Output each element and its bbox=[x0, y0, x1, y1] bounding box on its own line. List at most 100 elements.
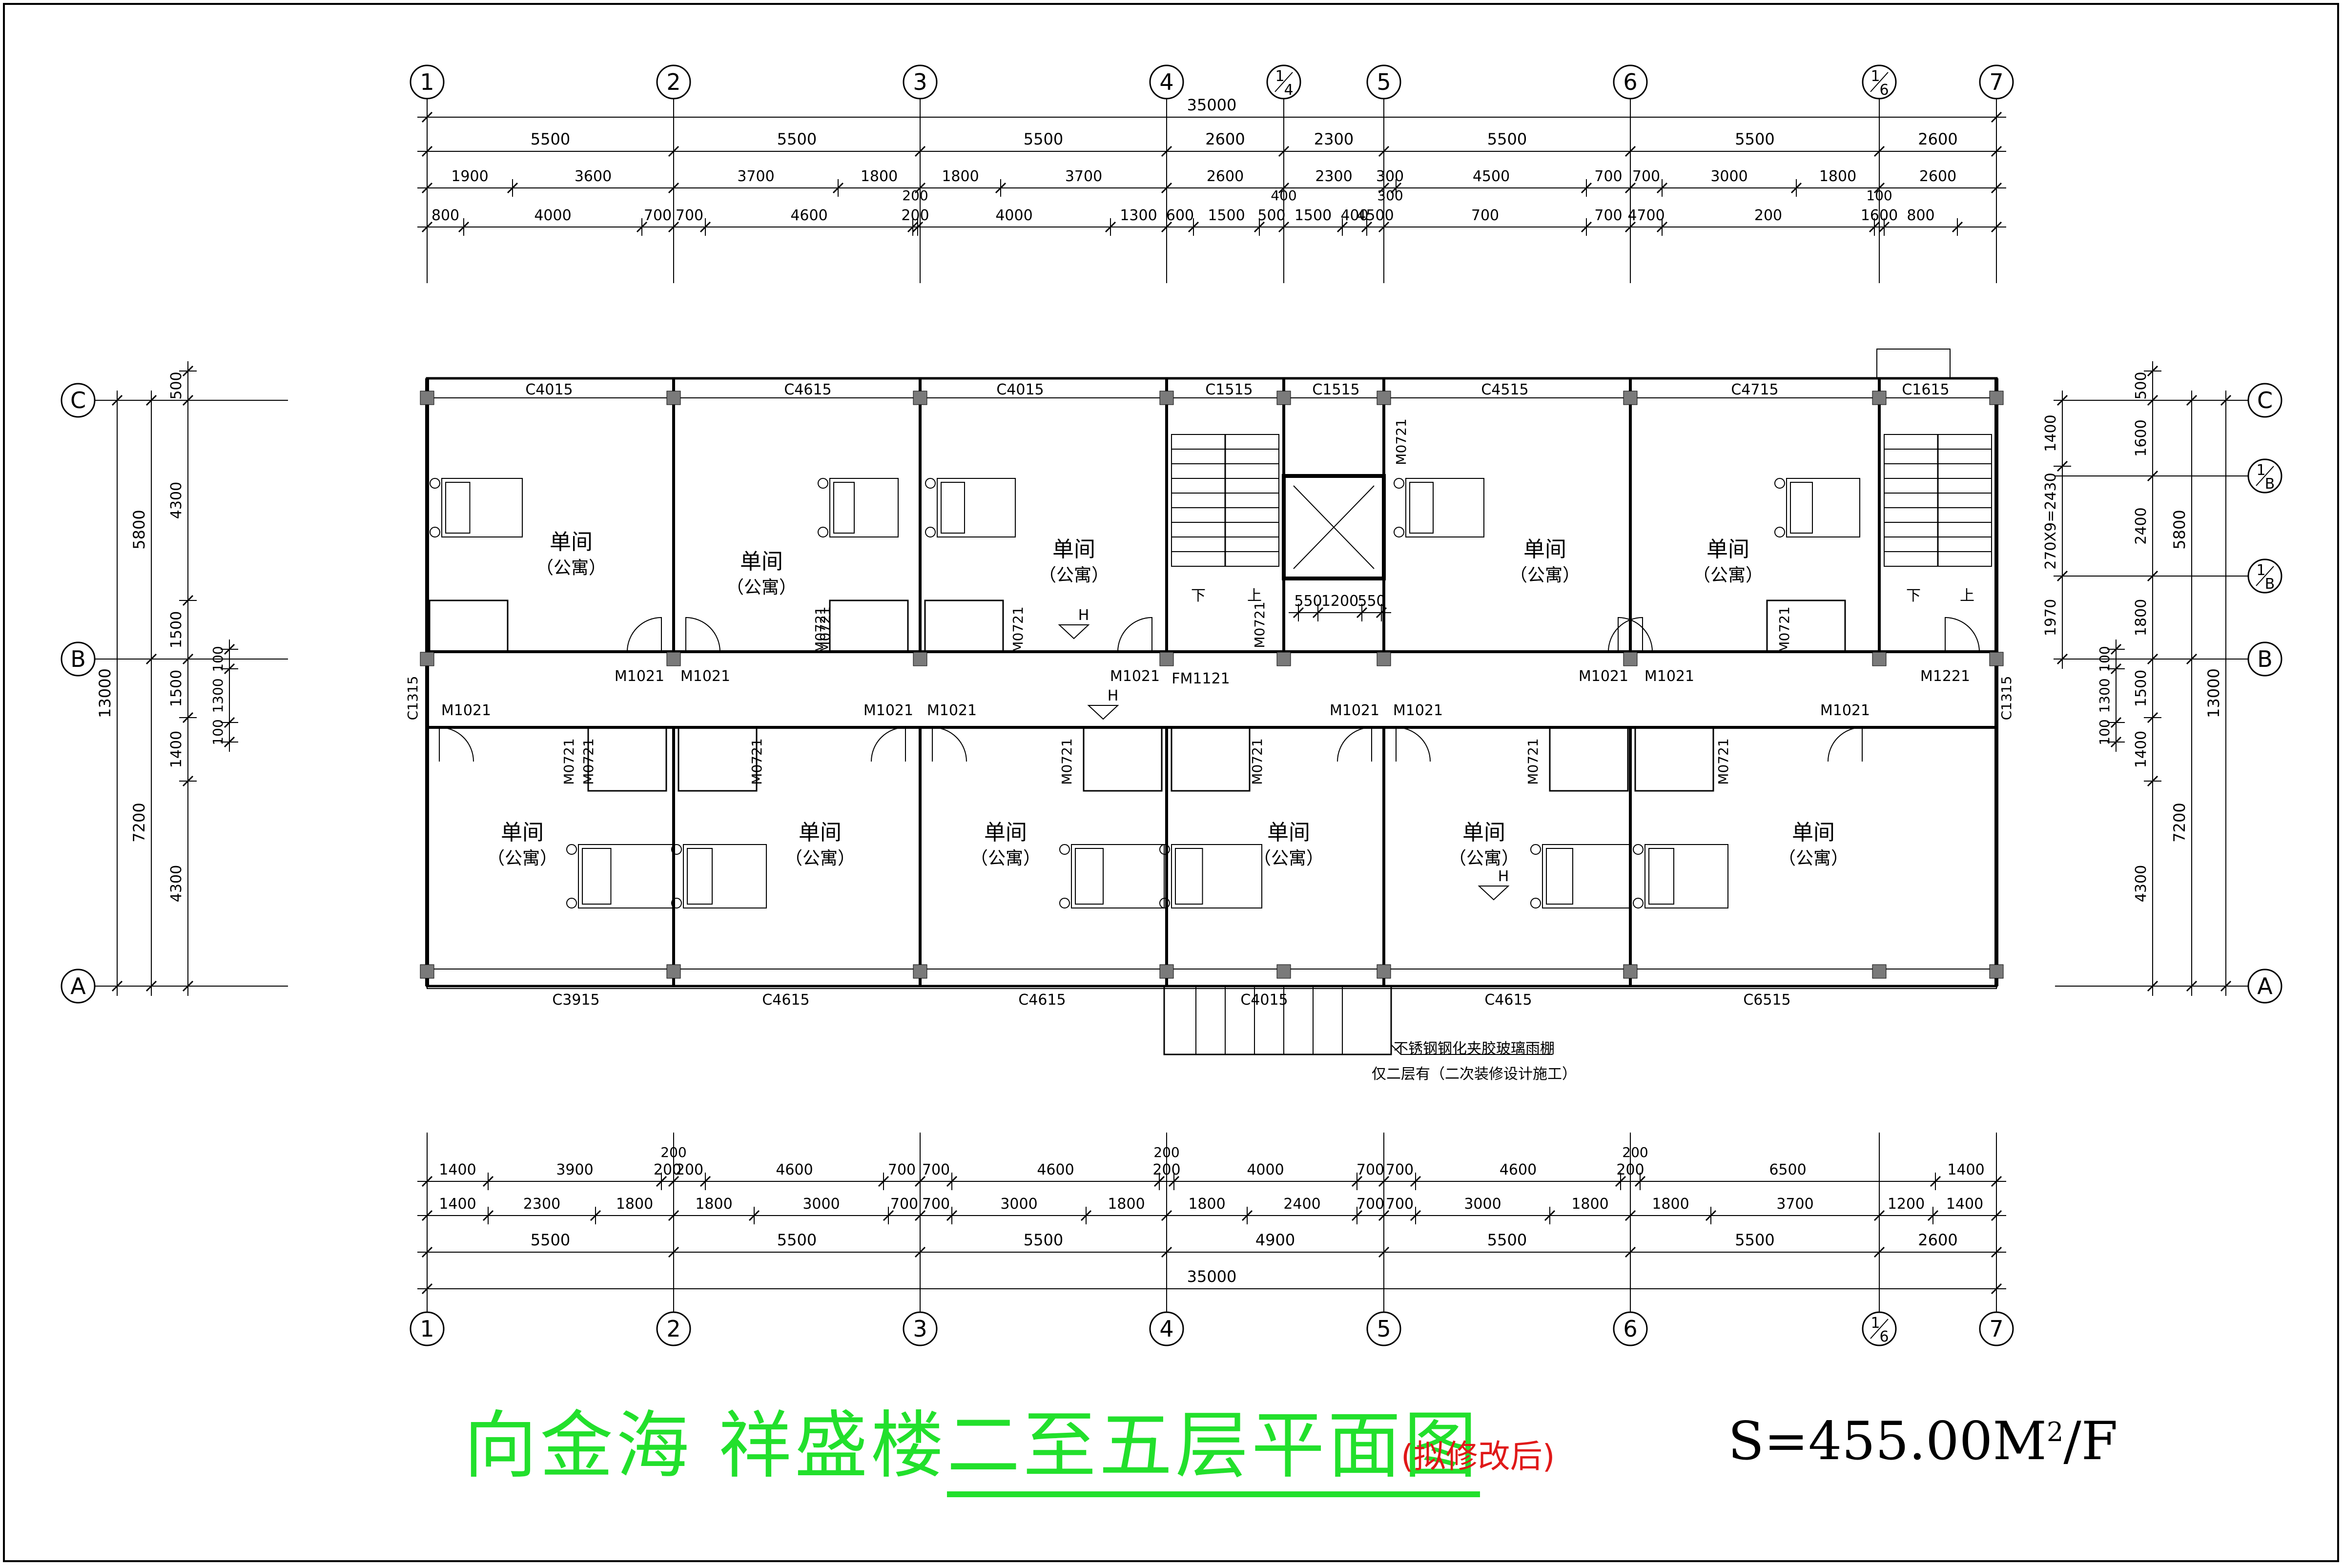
bed-south-3-bed bbox=[1171, 844, 1262, 908]
window-top-0: C4015 bbox=[525, 381, 573, 398]
dim-top-row1-label-6: 5500 bbox=[1735, 130, 1774, 148]
dim-bot-row2-slash-14 bbox=[1544, 1210, 1556, 1221]
column-4-1 bbox=[1276, 652, 1291, 666]
door-label-bath-7: M0721 bbox=[1525, 738, 1541, 784]
dim-right-stair-slash-3 bbox=[2056, 653, 2068, 665]
dim-top-row1-label-2: 5500 bbox=[1024, 130, 1063, 148]
dim-right-inner-label-5: 1400 bbox=[2133, 731, 2150, 768]
dim-bot-row1-slash-5 bbox=[878, 1176, 889, 1187]
dim-elevator-label-0: 550 bbox=[1294, 593, 1322, 610]
dim-top-row2-label-14: 2600 bbox=[1919, 168, 1956, 185]
dim-top-row3-label-17: 200 bbox=[1754, 207, 1782, 224]
room-label-2: 单间 bbox=[1052, 537, 1095, 562]
dim-bot-row3-label-4: 5500 bbox=[1487, 1231, 1527, 1249]
axis-left-A-label: A bbox=[70, 973, 86, 999]
axis-right-extra-0-den: B bbox=[2265, 475, 2275, 493]
bath-south-5 bbox=[1634, 726, 1714, 792]
axis-top-7-num: 1 bbox=[1870, 68, 1880, 85]
dim-top-row3-slash-19 bbox=[1878, 221, 1890, 233]
bed-north-0-bed bbox=[441, 478, 523, 537]
bed-north-2-bed bbox=[937, 478, 1016, 537]
dim-top-row2-label-8: 300 bbox=[1376, 168, 1404, 185]
dim-top-row3-slash-10 bbox=[1254, 221, 1265, 233]
bed-south-4-lamp2 bbox=[1530, 898, 1541, 908]
level-mark-label-2: H bbox=[1498, 868, 1509, 885]
dim-top-row3-slash-0 bbox=[421, 221, 433, 233]
dim-bot-small-0: 200 bbox=[660, 1144, 686, 1160]
dim-right-corr-label-1: 1300 bbox=[2096, 678, 2113, 713]
dim-bot-row2-label-1: 2300 bbox=[523, 1196, 560, 1213]
dim-top-row3-label-4: 4600 bbox=[790, 207, 827, 224]
door-label-north-3: FM1121 bbox=[1172, 670, 1230, 687]
area-unit: /F bbox=[2063, 1411, 2118, 1472]
door-label-bath-11: M0721 bbox=[817, 606, 833, 653]
dim-top-row3-slash-18 bbox=[1869, 221, 1880, 233]
dim-top-row3-label-12: 400 bbox=[1340, 207, 1368, 224]
dim-right-outer-slash-1 bbox=[2220, 980, 2232, 992]
axis-top-7-den: 6 bbox=[1879, 82, 1889, 99]
axis-bottom-1-label: 2 bbox=[666, 1316, 680, 1342]
door-south-2 bbox=[932, 726, 967, 762]
axis-top-6-label: 6 bbox=[1623, 69, 1637, 95]
axis-top-0-label: 1 bbox=[420, 69, 434, 95]
dim-top-row3-slash-12 bbox=[1336, 221, 1348, 233]
dim-right-mid-label-1: 7200 bbox=[2170, 803, 2189, 842]
dim-bot-row1-slash-10 bbox=[1351, 1176, 1363, 1187]
dim-bot-row1-label-8: 200 bbox=[1152, 1161, 1180, 1178]
column-2-0 bbox=[913, 391, 927, 405]
window-top-3: C1515 bbox=[1205, 381, 1253, 398]
room-sublabel-6: （公寓） bbox=[785, 848, 855, 868]
dim-bot-row3-label-3: 4900 bbox=[1255, 1231, 1295, 1249]
dim-bot-row2-label-5: 700 bbox=[890, 1196, 918, 1213]
dim-top-row3-label-13: 4500 bbox=[1356, 207, 1394, 224]
bed-south-2-lamp1 bbox=[1059, 844, 1070, 855]
column-5-1 bbox=[1377, 652, 1391, 666]
window-top-4: C1515 bbox=[1312, 381, 1359, 398]
dim-top-row3-slash-2 bbox=[636, 221, 648, 233]
dim-top-row3-label-15: 700 bbox=[1594, 207, 1622, 224]
dim-top-row2-label-1: 3600 bbox=[575, 168, 612, 185]
axis-bottom-2-label: 3 bbox=[913, 1316, 927, 1342]
door-north-4 bbox=[1608, 617, 1643, 652]
door-label-north-4: M1021 bbox=[1579, 668, 1628, 685]
dim-top-row2-slash-14 bbox=[1873, 182, 1885, 194]
room-label-4: 单间 bbox=[1706, 537, 1749, 562]
dim-left-corr-slash-1 bbox=[224, 663, 235, 675]
area-sup: 2 bbox=[2046, 1417, 2064, 1447]
dim-left-outer-slash-1 bbox=[111, 980, 123, 992]
bath-north-3 bbox=[1766, 599, 1846, 653]
stair-west-down: 下 bbox=[1191, 587, 1206, 604]
dim-top-row1-label-4: 2300 bbox=[1314, 130, 1354, 148]
dim-bot-row2-slash-10 bbox=[1241, 1210, 1253, 1221]
dim-bot-row1-slash-6 bbox=[914, 1176, 926, 1187]
bed-north-2-lamp1 bbox=[925, 478, 936, 489]
dim-right-outer-label-0: 13000 bbox=[2204, 668, 2223, 718]
annotations: 下上下上单间（公寓）单间（公寓）单间（公寓）单间（公寓）单间（公寓）单间（公寓）… bbox=[405, 381, 2014, 1083]
dim-bot-row2-label-6: 700 bbox=[922, 1196, 950, 1213]
dim-bot-row1-slash-4 bbox=[699, 1176, 711, 1187]
axis-right-C-label: C bbox=[2257, 387, 2273, 413]
dim-right-corr-slash-1 bbox=[2110, 663, 2122, 675]
dim-top-small-3: 100 bbox=[1866, 187, 1892, 204]
dim-bot-row3-slash-3 bbox=[1161, 1246, 1172, 1258]
dim-top-total-slash-0 bbox=[421, 111, 433, 123]
column-0-2 bbox=[420, 964, 434, 979]
dim-top-row3-slash-7 bbox=[1105, 221, 1116, 233]
dim-bot-row2-slash-5 bbox=[883, 1210, 894, 1221]
bed-south-4-pillow bbox=[1546, 848, 1573, 905]
dim-right-corr-slash-2 bbox=[2110, 717, 2122, 728]
door-south-5 bbox=[1828, 726, 1863, 762]
window-side-0: C1315 bbox=[405, 676, 421, 721]
canopy-note-2: 仅二层有（二次装修设计施工） bbox=[1372, 1066, 1577, 1083]
column-8-0 bbox=[1989, 391, 2004, 405]
dim-bot-row1-label-9: 4000 bbox=[1247, 1161, 1284, 1178]
bed-south-5-pillow bbox=[1648, 848, 1674, 905]
dim-bot-row2-slash-16 bbox=[1705, 1210, 1717, 1221]
bed-south-1-lamp2 bbox=[671, 898, 682, 908]
dim-bot-row1-slash-8 bbox=[1153, 1176, 1165, 1187]
window-top-7: C1615 bbox=[1902, 381, 1949, 398]
room-sublabel-3: （公寓） bbox=[1510, 565, 1580, 585]
column-7-2 bbox=[1872, 964, 1887, 979]
dim-left-inner-slash-3 bbox=[182, 653, 194, 665]
